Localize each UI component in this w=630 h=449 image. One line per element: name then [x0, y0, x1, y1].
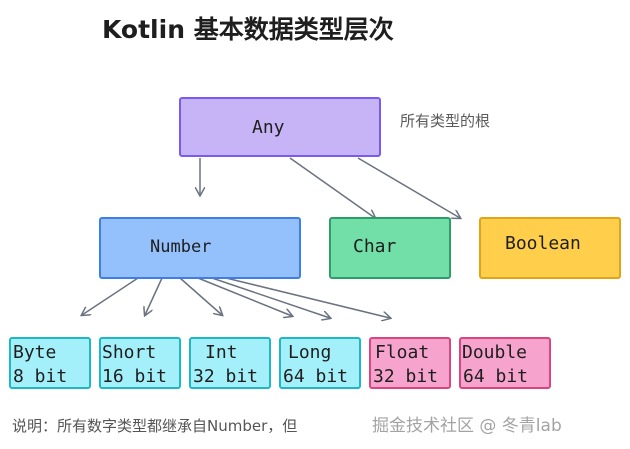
node-any-note: 所有类型的根	[400, 112, 490, 130]
node-double-name: Double	[462, 342, 527, 363]
node-any-label: Any	[252, 117, 285, 138]
watermark-text: 掘金技术社区 @ 冬青lab	[372, 416, 562, 436]
node-int: Int 32 bit	[189, 337, 271, 389]
node-number: Number	[99, 217, 301, 279]
node-long-bits: 64 bit	[283, 366, 348, 387]
node-double: Double 64 bit	[459, 337, 551, 389]
node-char-label: Char	[353, 236, 397, 257]
arrow-number-to-int	[179, 277, 222, 315]
node-byte-bits: 8 bit	[13, 366, 67, 387]
arrow-any-to-boolean	[357, 157, 460, 218]
node-byte: Byte 8 bit	[9, 337, 91, 389]
arrow-number-to-byte	[82, 277, 139, 315]
node-double-bits: 64 bit	[463, 366, 528, 387]
diagram-title: Kotlin 基本数据类型层次	[102, 15, 394, 44]
connector-arrows	[82, 157, 460, 318]
arrow-number-to-float	[211, 277, 330, 318]
node-char: Char	[329, 217, 451, 279]
node-number-label: Number	[150, 237, 211, 257]
arrow-number-to-double	[225, 277, 390, 318]
node-any: Any	[179, 97, 381, 157]
footer-note: 说明：所有数字类型都继承自Number，但	[12, 417, 297, 435]
node-byte-name: Byte	[13, 342, 56, 363]
node-float-bits: 32 bit	[373, 366, 438, 387]
node-int-name: Int	[205, 342, 238, 363]
node-boolean: Boolean	[479, 217, 621, 279]
arrow-number-to-long	[197, 277, 292, 316]
node-short-name: Short	[102, 342, 156, 363]
node-long: Long 64 bit	[279, 337, 361, 389]
node-long-name: Long	[288, 342, 331, 363]
arrow-any-to-char	[289, 157, 375, 218]
node-float-name: Float	[375, 342, 429, 363]
node-boolean-label: Boolean	[505, 233, 581, 254]
node-int-bits: 32 bit	[193, 366, 258, 387]
node-short-bits: 16 bit	[102, 366, 167, 387]
node-float: Float 32 bit	[369, 337, 451, 389]
node-short: Short 16 bit	[99, 337, 181, 389]
arrow-number-to-short	[145, 277, 163, 315]
